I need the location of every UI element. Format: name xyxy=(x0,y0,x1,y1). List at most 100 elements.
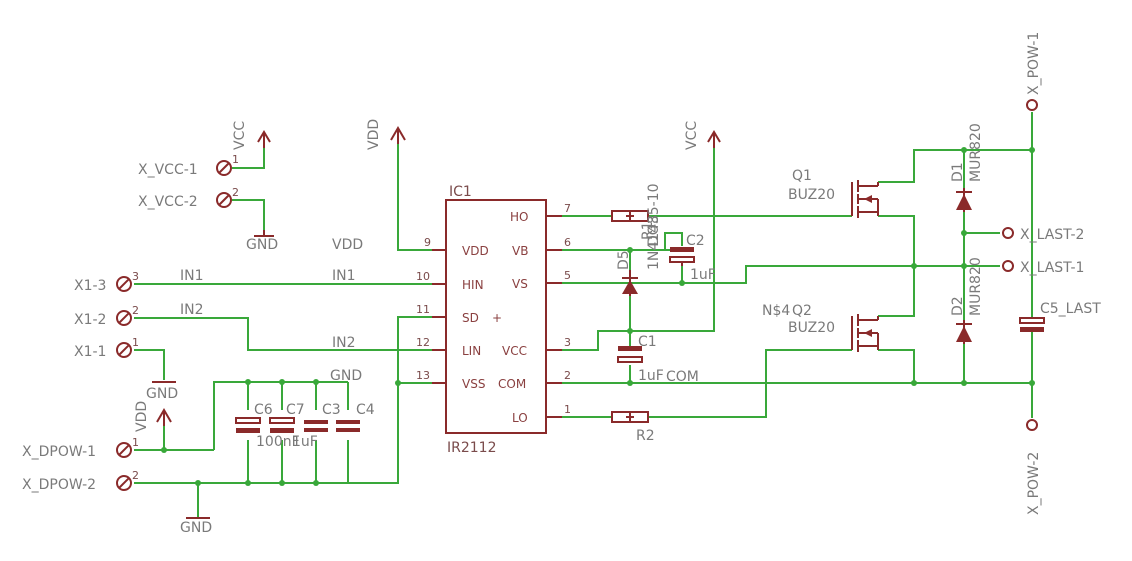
vcc-mid-arrow-icon xyxy=(707,130,721,148)
supply-vcc-mid: VCC xyxy=(684,121,700,150)
q1-value: BUZ20 xyxy=(788,187,835,203)
pin-x1-1: 1 xyxy=(132,336,139,349)
terminal-x-vcc-2 xyxy=(216,192,232,208)
ic-pin-num-5: 5 xyxy=(564,269,571,282)
ic-pin-hin: HIN xyxy=(462,278,484,292)
ic-pin-num-1: 1 xyxy=(564,403,571,416)
wires xyxy=(134,112,1033,518)
pin-x1-3: 3 xyxy=(132,270,139,283)
ic-pin-vcc: VCC xyxy=(502,344,527,358)
net-com: COM xyxy=(666,369,699,385)
ic-pin-num-13: 13 xyxy=(416,369,430,382)
terminals xyxy=(116,99,1038,491)
q1-name: Q1 xyxy=(792,168,812,184)
label-x-pow-2: X_POW-2 xyxy=(1026,452,1042,515)
d5-name: D5 xyxy=(616,250,632,270)
label-x-vcc-2: X_VCC-2 xyxy=(138,194,198,210)
ic-pin-num-2: 2 xyxy=(564,369,571,382)
ic-pin-num-6: 6 xyxy=(564,236,571,249)
capacitor-c3 xyxy=(304,420,328,432)
d1-value: MUR820 xyxy=(968,123,984,182)
terminal-x1-1 xyxy=(116,342,132,358)
ic-plus-mark: + xyxy=(492,311,502,325)
ic-pin-com: COM xyxy=(498,377,526,391)
label-x-dpow-2: X_DPOW-2 xyxy=(22,477,96,493)
capacitor-c6 xyxy=(235,417,261,433)
terminal-x1-2 xyxy=(116,310,132,326)
ic-pin-num-7: 7 xyxy=(564,202,571,215)
pin-x-dpow-1: 1 xyxy=(132,436,139,449)
vcc-arrow-icon xyxy=(257,130,271,148)
vdd-arrow-icon xyxy=(390,126,406,144)
net-in2-a: IN2 xyxy=(180,302,204,318)
label-x1-3: X1-3 xyxy=(74,278,106,294)
vdd-dpow-arrow-icon xyxy=(156,408,172,426)
supply-vdd-left: VDD xyxy=(366,119,382,150)
net-in1-b: IN1 xyxy=(332,268,356,284)
mosfet-q1 xyxy=(851,180,879,218)
c7-name: C7 xyxy=(286,402,305,418)
c2-value: 1uF xyxy=(690,267,716,283)
label-x-vcc-1: X_VCC-1 xyxy=(138,162,198,178)
pin-x1-2: 2 xyxy=(132,304,139,317)
q2-name: Q2 xyxy=(792,303,812,319)
ic-pin-lo: LO xyxy=(512,411,528,425)
capacitor-c4 xyxy=(336,420,360,432)
ic-ir2112: IC1 IR2112 VDD HIN SD LIN VSS + HO VB VS… xyxy=(416,184,571,456)
ic-pin-vs: VS xyxy=(512,277,528,291)
d5-value: 1N4148 xyxy=(646,215,662,270)
ic-pin-sd: SD xyxy=(462,311,479,325)
diode-d1 xyxy=(956,188,972,212)
supply-symbols xyxy=(152,126,721,519)
label-x-pow-1: X_POW-1 xyxy=(1026,32,1042,95)
resistor-r2 xyxy=(611,411,649,423)
capacitor-c2 xyxy=(669,247,695,266)
pin-x-vcc-1: 1 xyxy=(232,153,239,166)
pin-x-dpow-2: 2 xyxy=(132,469,139,482)
c1-value: 1uF xyxy=(638,368,664,384)
capacitor-c7 xyxy=(269,417,295,433)
terminal-x-pow-2 xyxy=(1026,419,1038,431)
junctions xyxy=(161,147,1035,486)
supply-vdd-dpow: VDD xyxy=(134,401,150,432)
resistor-r1 xyxy=(611,210,649,222)
terminal-x-pow-1 xyxy=(1026,99,1038,111)
c1-name: C1 xyxy=(638,334,657,350)
net-gnd: GND xyxy=(330,368,362,384)
ic-pin-num-9: 9 xyxy=(424,236,431,249)
net-in1-a: IN1 xyxy=(180,268,204,284)
label-x-last-1: X_LAST-1 xyxy=(1020,260,1084,276)
c6-name: C6 xyxy=(254,402,273,418)
terminal-x-last-1 xyxy=(1002,260,1014,272)
ground-icon xyxy=(254,230,274,237)
terminal-x-dpow-2 xyxy=(116,475,132,491)
c6-value: 100nF xyxy=(256,434,300,450)
capacitor-c1 xyxy=(617,346,643,363)
terminal-x-dpow-1 xyxy=(116,442,132,458)
c4-name: C4 xyxy=(356,402,375,418)
r1-value: DO35-10 xyxy=(646,184,662,246)
label-x-last-2: X_LAST-2 xyxy=(1020,227,1084,243)
d1-name: D1 xyxy=(950,162,966,182)
c3-name: C3 xyxy=(322,402,341,418)
net-vdd: VDD xyxy=(332,237,363,253)
capacitor-c5-last xyxy=(1019,317,1045,332)
r2-name: R2 xyxy=(636,428,655,444)
terminal-x1-3 xyxy=(116,276,132,292)
pin-x-vcc-2: 2 xyxy=(232,186,239,199)
ic-pin-num-3: 3 xyxy=(564,336,571,349)
r1-name: R1 xyxy=(640,221,656,240)
label-x-dpow-1: X_DPOW-1 xyxy=(22,444,96,460)
terminal-x-vcc-1 xyxy=(216,160,232,176)
supply-vcc-top: VCC xyxy=(232,121,248,150)
ic-pin-num-11: 11 xyxy=(416,303,430,316)
ic-pin-vb: VB xyxy=(512,244,528,258)
ic-name: IC1 xyxy=(449,184,472,200)
diode-d5 xyxy=(622,270,638,296)
d2-name: D2 xyxy=(950,296,966,316)
q2-value: BUZ20 xyxy=(788,320,835,336)
ic-pin-vss: VSS xyxy=(462,377,485,391)
ic-pin-num-12: 12 xyxy=(416,336,430,349)
ic-part: IR2112 xyxy=(447,440,497,456)
